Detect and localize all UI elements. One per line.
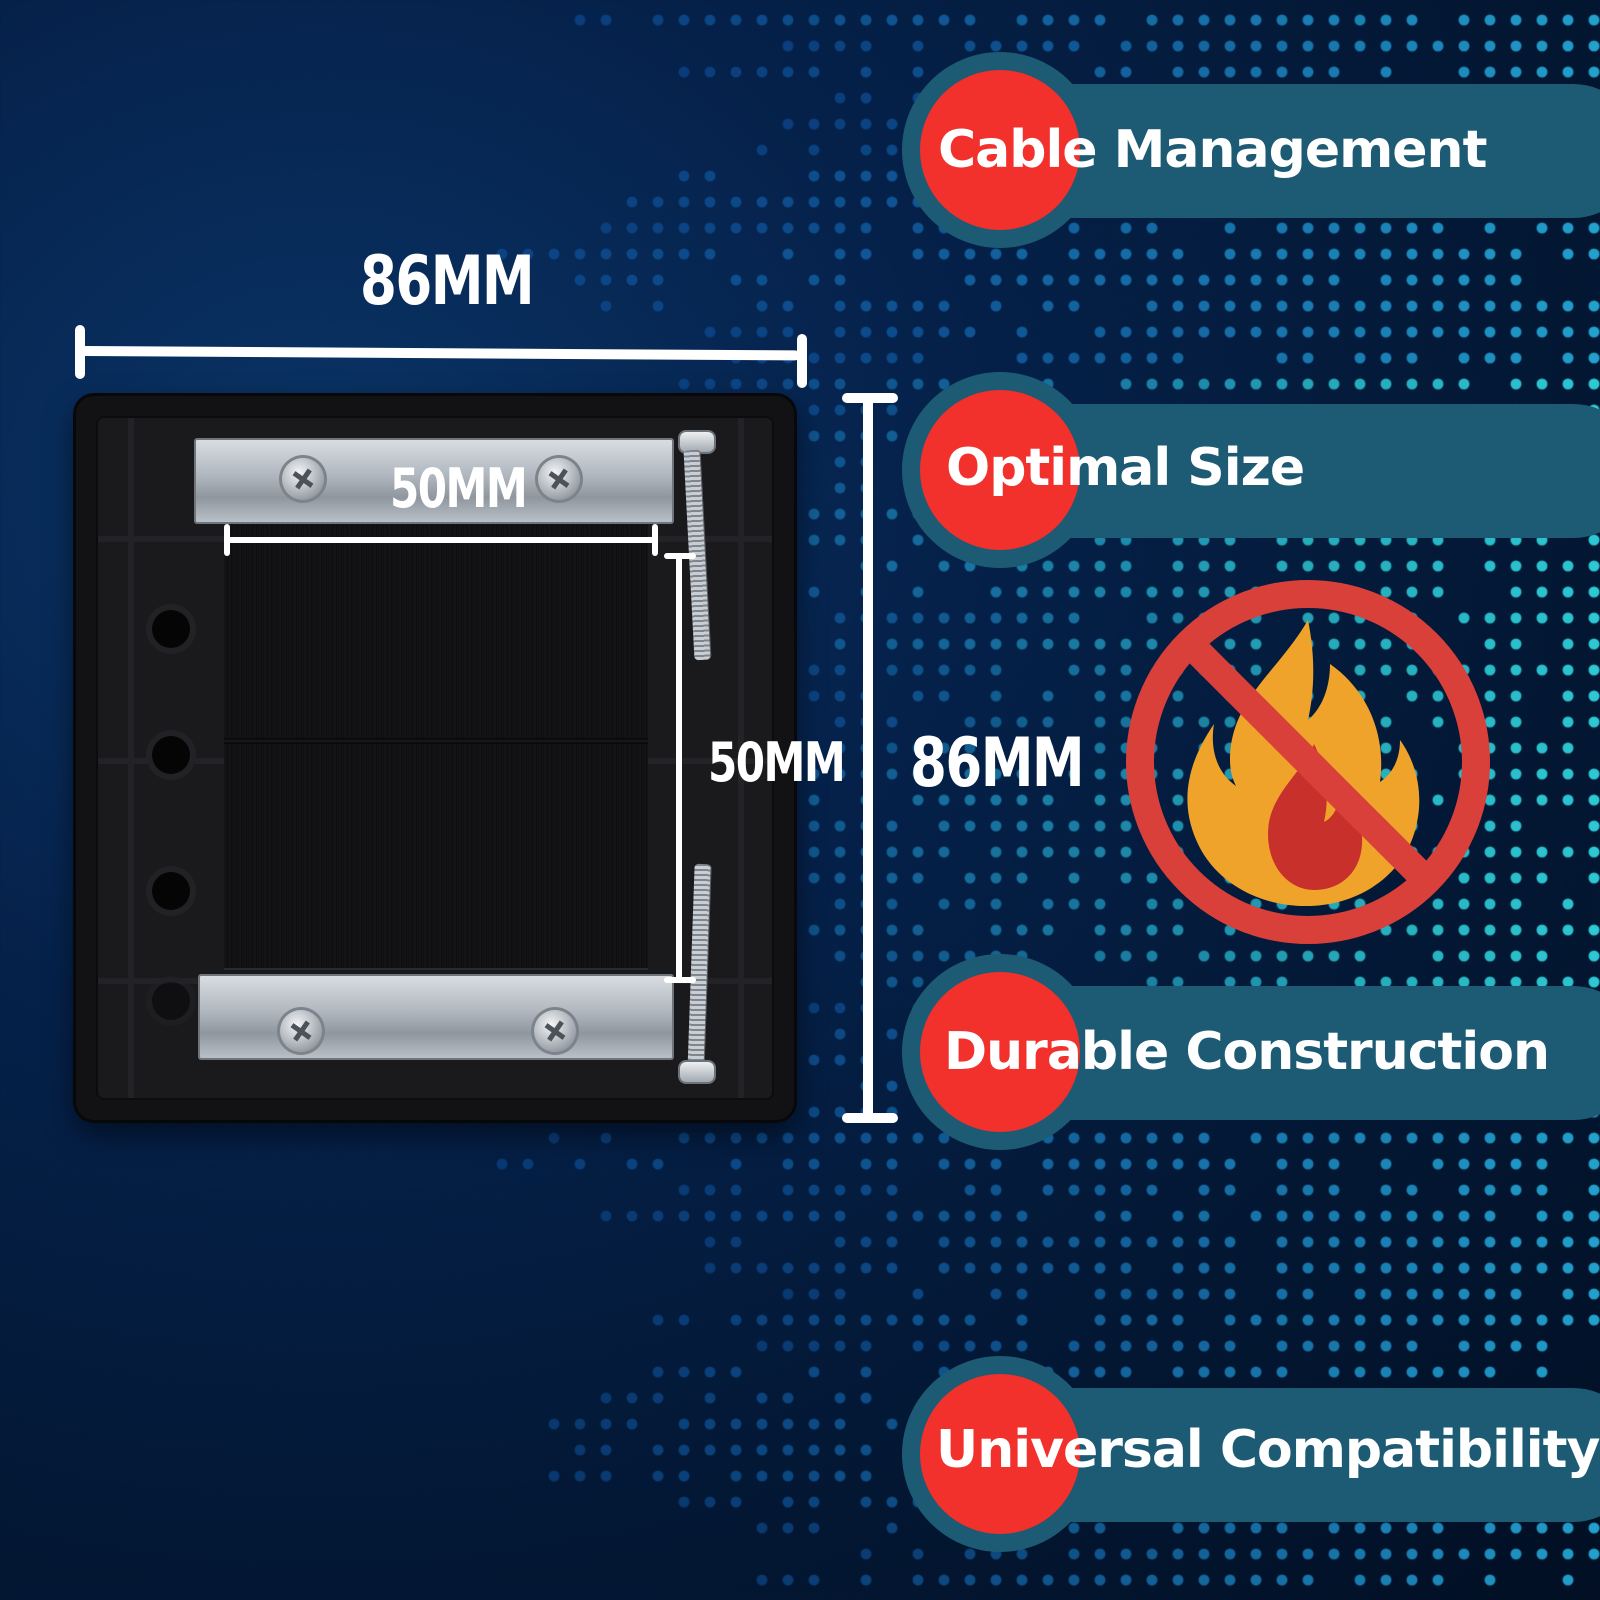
feature-badge-ring [902, 954, 1098, 1150]
feature-label-optimal-size: Optimal Size [946, 438, 1305, 498]
feature-badge-dot [920, 70, 1080, 230]
bottom-metal-bracket [198, 974, 674, 1060]
brush-wall-plate [76, 396, 794, 1120]
height-dimension-line [863, 398, 873, 1118]
screw-icon [282, 458, 324, 500]
flame-inner-shape [1268, 744, 1363, 890]
feature-badge-dot [920, 1374, 1080, 1534]
feature-badge-ring [902, 1356, 1098, 1552]
screw-icon [280, 1010, 322, 1052]
height-dimension-cap-bottom [842, 1113, 898, 1123]
inner-height-cap-top [664, 553, 696, 559]
frame-rib [738, 418, 744, 1098]
feature-label-cable-management: Cable Management [938, 120, 1487, 180]
inner-width-label: 50MM [390, 457, 528, 520]
frame-rib [128, 418, 134, 1098]
brush-strip [224, 518, 648, 970]
feature-badge-dot [920, 972, 1080, 1132]
width-dimension-cap-right [797, 334, 807, 388]
feature-label-universal-compatibility: Universal Compatibility [936, 1420, 1600, 1480]
top-metal-bracket [194, 438, 674, 524]
prohibition-slash [1180, 634, 1436, 890]
inner-height-cap-bottom [664, 977, 696, 983]
height-dimension-cap-top [842, 393, 898, 403]
feature-label-durable-construction: Durable Construction [944, 1022, 1550, 1082]
outer-height-label: 86MM [910, 724, 1085, 803]
inner-width-line [226, 537, 656, 543]
screw-icon [534, 1010, 576, 1052]
inner-width-cap-right [652, 524, 658, 556]
width-dimension-cap-left [75, 325, 85, 379]
feature-badge-ring [902, 52, 1098, 248]
inner-height-line [676, 556, 682, 980]
inner-height-label: 50MM [708, 731, 846, 794]
mounting-hole [152, 982, 190, 1020]
brush-seam [224, 738, 648, 744]
mounting-hole [152, 872, 190, 910]
mounting-hole [152, 736, 190, 774]
no-fire-icon [1126, 580, 1490, 944]
feature-badge-dot [920, 390, 1080, 550]
feature-badge-ring [902, 372, 1098, 568]
bolt-head [680, 432, 714, 452]
inner-width-cap-left [224, 524, 230, 556]
prohibition-ring [1126, 580, 1490, 944]
outer-width-label: 86MM [360, 242, 535, 321]
mounting-hole [152, 610, 190, 648]
bolt-head [680, 1062, 714, 1082]
screw-icon [538, 458, 580, 500]
